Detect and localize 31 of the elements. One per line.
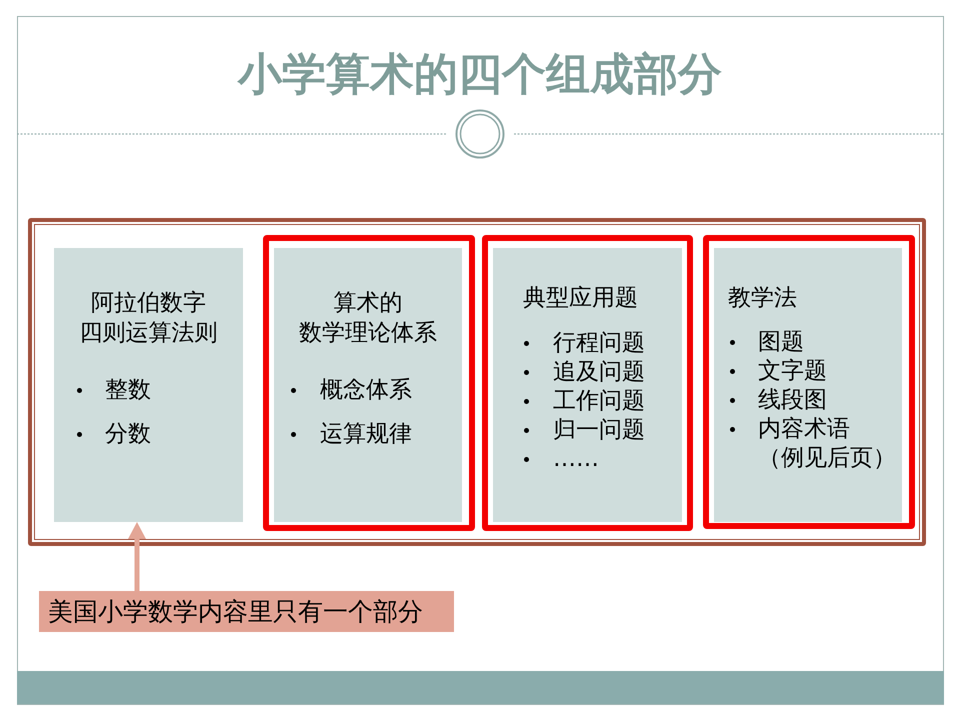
list-item-text: 追及问题: [553, 358, 645, 387]
list-item-text: 线段图: [758, 386, 827, 415]
highlight-frame: [263, 235, 475, 531]
list-item-text: 归一问题: [553, 416, 645, 445]
heading-text: 典型应用题: [523, 284, 638, 313]
list-item-text: 行程问题: [553, 329, 645, 358]
list-item-text: （例见后页）: [758, 444, 896, 473]
heading-text: 教学法: [728, 284, 797, 313]
list-item-text: 图题: [758, 328, 804, 357]
list-item-text: 分数: [105, 420, 151, 449]
list-item-text: 整数: [105, 376, 151, 405]
heading-text: 数学理论体系: [299, 319, 437, 348]
list-item-text: 内容术语: [758, 415, 850, 444]
list-item-text: 工作问题: [553, 387, 645, 416]
heading-text: 四则运算法则: [80, 319, 218, 348]
list-item-text: ……: [553, 445, 599, 474]
slide-title: 小学算术的四个组成部分: [238, 48, 722, 102]
arrow: [128, 522, 146, 591]
text-panel: [493, 248, 682, 522]
outer-frame: [28, 218, 926, 546]
text-panel: [714, 248, 902, 522]
list-item-text: 概念体系: [320, 376, 412, 405]
text-panel: [54, 248, 243, 522]
text-panel: [274, 248, 462, 522]
heading-text: 阿拉伯数字: [91, 289, 206, 318]
list-item-text: 运算规律: [320, 420, 412, 449]
highlight-frame: [482, 235, 693, 531]
heading-text: 算术的: [334, 289, 402, 318]
note-callout: 美国小学数学内容里只有一个部分: [39, 591, 454, 632]
highlight-frame: [703, 235, 915, 529]
list-item-text: 文字题: [758, 357, 827, 386]
